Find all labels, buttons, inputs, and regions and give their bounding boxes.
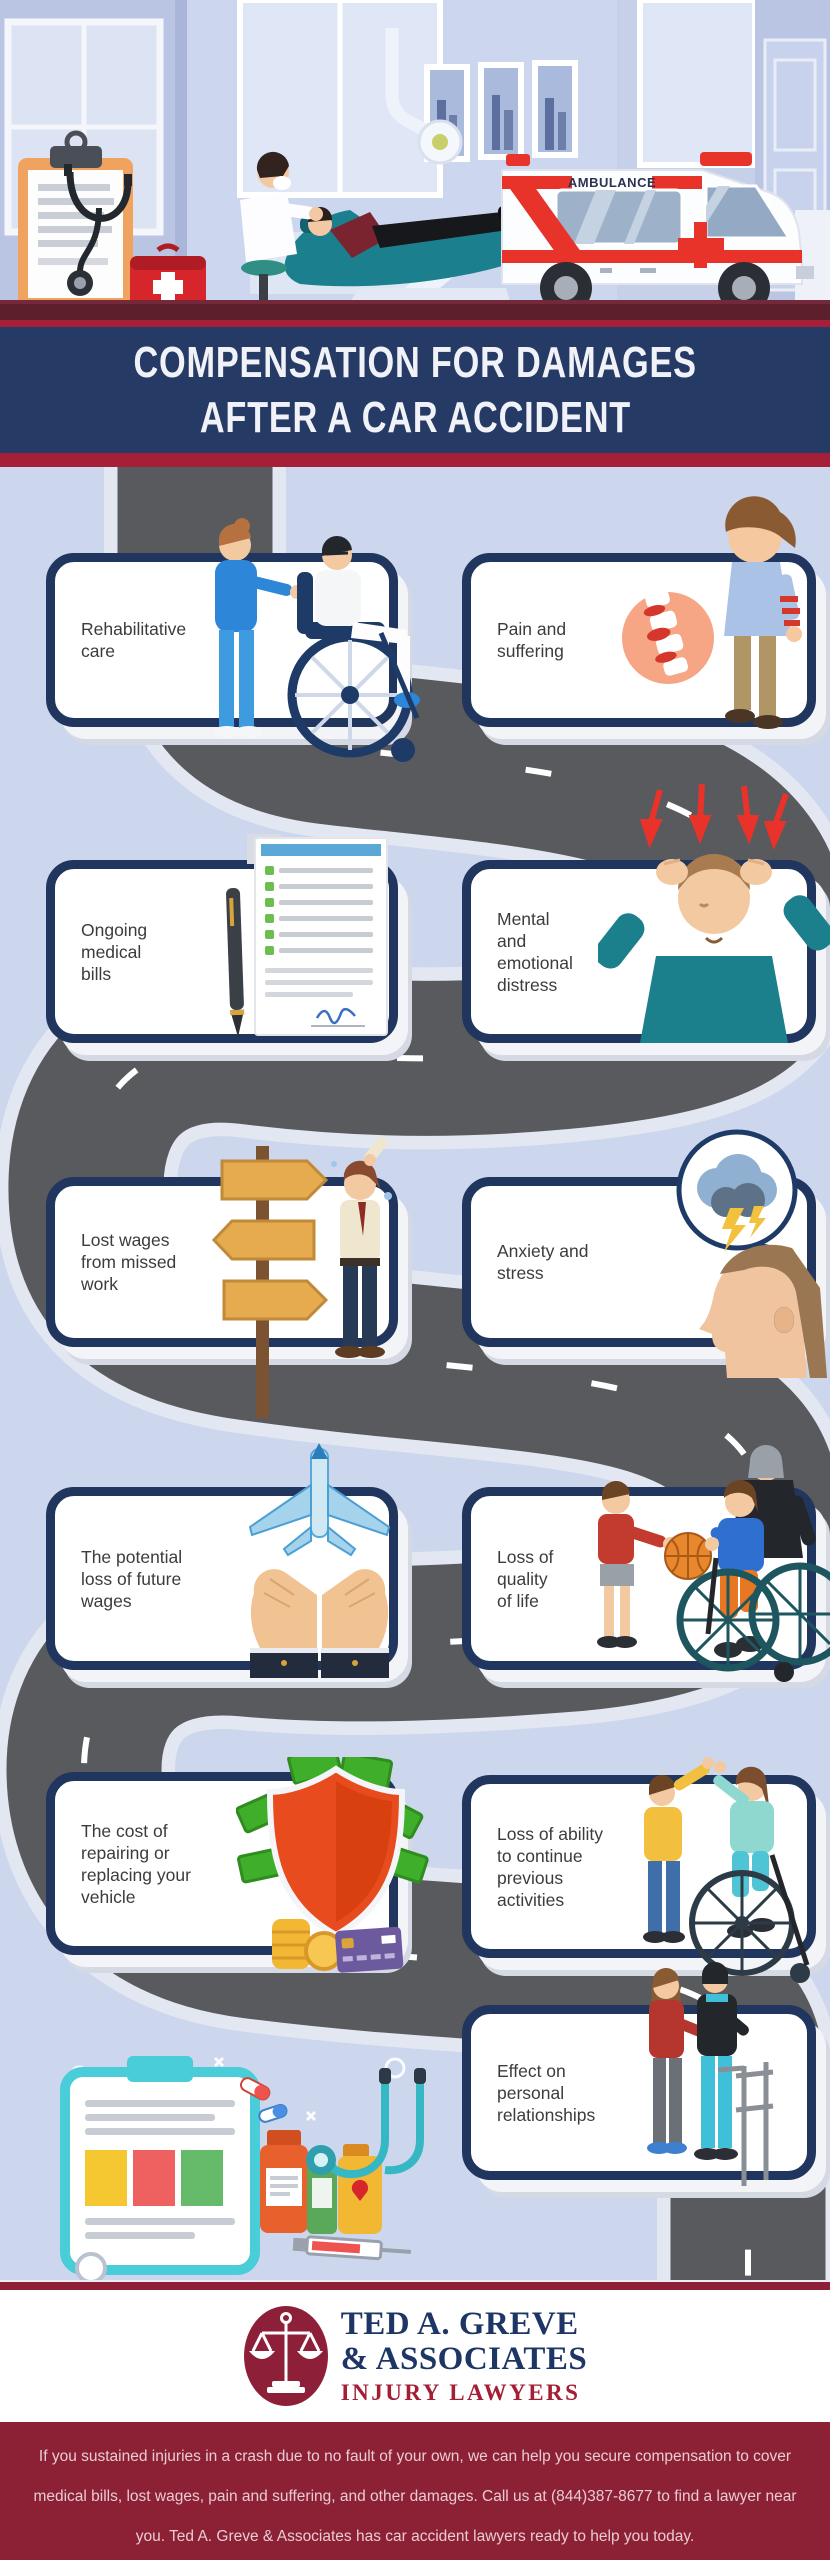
logo-footer: TED A. GREVE & ASSOCIATES INJURY LAWYERS (0, 2290, 830, 2422)
walker-icon (717, 2062, 774, 2186)
card-label: Pain and suffering (497, 619, 567, 661)
anxiety-head-illustration (676, 1129, 827, 1378)
disclaimer-line-2: medical bills, lost wages, pain and suff… (33, 2488, 797, 2505)
footer-disclaimer: If you sustained injuries in a crash due… (0, 2422, 830, 2560)
disclaimer-line-1: If you sustained injuries in a crash due… (38, 2448, 792, 2465)
signature (315, 1007, 356, 1025)
card-label: Lost wages from missed work (81, 1230, 177, 1294)
disclaimer-line-3: you. Ted A. Greve & Associates has car a… (135, 2528, 695, 2545)
dentist (240, 151, 323, 311)
medical-cart-illustration (60, 2056, 426, 2280)
card-label: Rehabilitative care (81, 619, 187, 661)
pills (239, 2077, 288, 2123)
sign-arrow-right-2 (222, 1279, 329, 1321)
card-label: Ongoing medical bills (81, 919, 148, 984)
first-aid-kit (130, 243, 206, 310)
card-label: Loss of ability to continue previous act… (497, 1823, 604, 1910)
maroon-divider (0, 2280, 830, 2290)
paper-plane-icon (248, 1443, 391, 1557)
couple-walker-illustration (647, 1961, 774, 2186)
logo-tagline: INJURY LAWYERS (340, 2379, 581, 2405)
clipboard-stethoscope (18, 130, 133, 308)
shield-money-illustration (236, 1757, 429, 1973)
nurse-wheelchair-illustration (213, 518, 420, 762)
card-label: Loss of quality of life (497, 1546, 554, 1611)
title-line-2: AFTER A CAR ACCIDENT (199, 393, 631, 442)
logo-name-line-2: & ASSOCIATES (340, 2340, 588, 2377)
card-label: Anxiety and stress (497, 1241, 589, 1283)
stress-arrows (639, 783, 789, 851)
logo-text: TED A. GREVE & ASSOCIATES INJURY LAWYERS (340, 2305, 588, 2406)
card-label: The potential loss of future wages (81, 1546, 183, 1611)
back-pain-illustration (622, 496, 802, 729)
pen-icon (226, 887, 245, 1037)
dental-lamp (385, 28, 463, 165)
stethoscope-icon (306, 2068, 426, 2178)
syringe-icon (292, 2235, 412, 2261)
hero-floor (0, 300, 830, 320)
sign-arrow-right-1 (220, 1159, 329, 1201)
basketball-wheelchair-illustration (597, 1444, 830, 1682)
hero-illustration: AMBULANCE (0, 0, 830, 320)
stressed-man-illustration (598, 783, 830, 1043)
ambulance-label: AMBULANCE (568, 175, 656, 190)
card-label: Mental and emotional distress (497, 908, 573, 995)
high-five-wheelchair-illustration (643, 1757, 810, 1983)
card-label: Effect on personal relationships (497, 2060, 596, 2125)
storm-cloud-icon (697, 1154, 777, 1252)
card-personal-relationships: Effect on personal relationships (462, 2005, 816, 2180)
scales-of-justice-icon (243, 2306, 328, 2406)
sign-arrow-left (212, 1219, 316, 1261)
spine-icon (643, 589, 689, 676)
logo-name-line-1: TED A. GREVE (340, 2305, 579, 2342)
credit-card-icon (335, 1926, 404, 1973)
main-section: Rehabilitative care Pain and suffering O… (0, 467, 830, 2280)
paper-plane-hands-illustration (248, 1443, 391, 1678)
head-profile (699, 1247, 807, 1378)
title-line-1: COMPENSATION FOR DAMAGES (133, 338, 697, 387)
card-label: The cost of repairing or replacing your … (81, 1820, 191, 1907)
checklist-rows (265, 866, 373, 955)
signpost-illustration (212, 1137, 392, 1418)
dental-chair-scene (240, 151, 607, 311)
medical-bills-illustration (226, 834, 388, 1037)
title-banner: COMPENSATION FOR DAMAGES AFTER A CAR ACC… (0, 320, 830, 467)
